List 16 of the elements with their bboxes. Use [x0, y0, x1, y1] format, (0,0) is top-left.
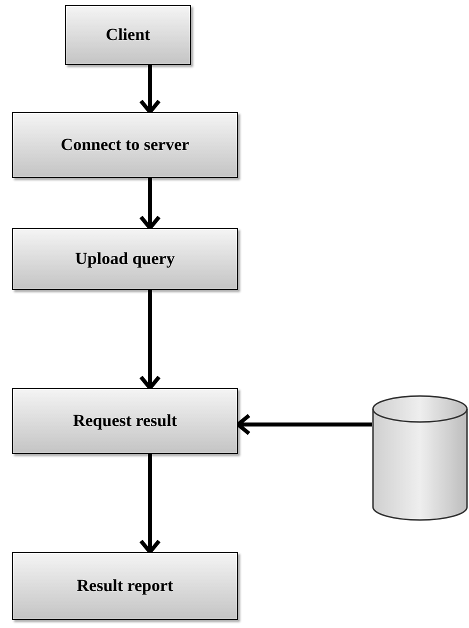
process-box — [65, 5, 191, 65]
process-box — [12, 228, 238, 290]
box-label: Client — [106, 24, 150, 46]
box-label: Request result — [72, 410, 178, 432]
box-label: Result report — [76, 575, 174, 598]
arrow — [139, 454, 161, 554]
arrow — [139, 178, 161, 230]
box-label: Connect to server — [60, 134, 190, 156]
process-box — [12, 388, 238, 454]
arrow — [236, 414, 372, 436]
box-label: Upload query — [75, 248, 175, 270]
database-cylinder — [372, 395, 468, 521]
process-box — [12, 552, 238, 620]
process-box — [12, 112, 238, 178]
arrow — [139, 65, 161, 114]
arrow — [139, 290, 161, 390]
